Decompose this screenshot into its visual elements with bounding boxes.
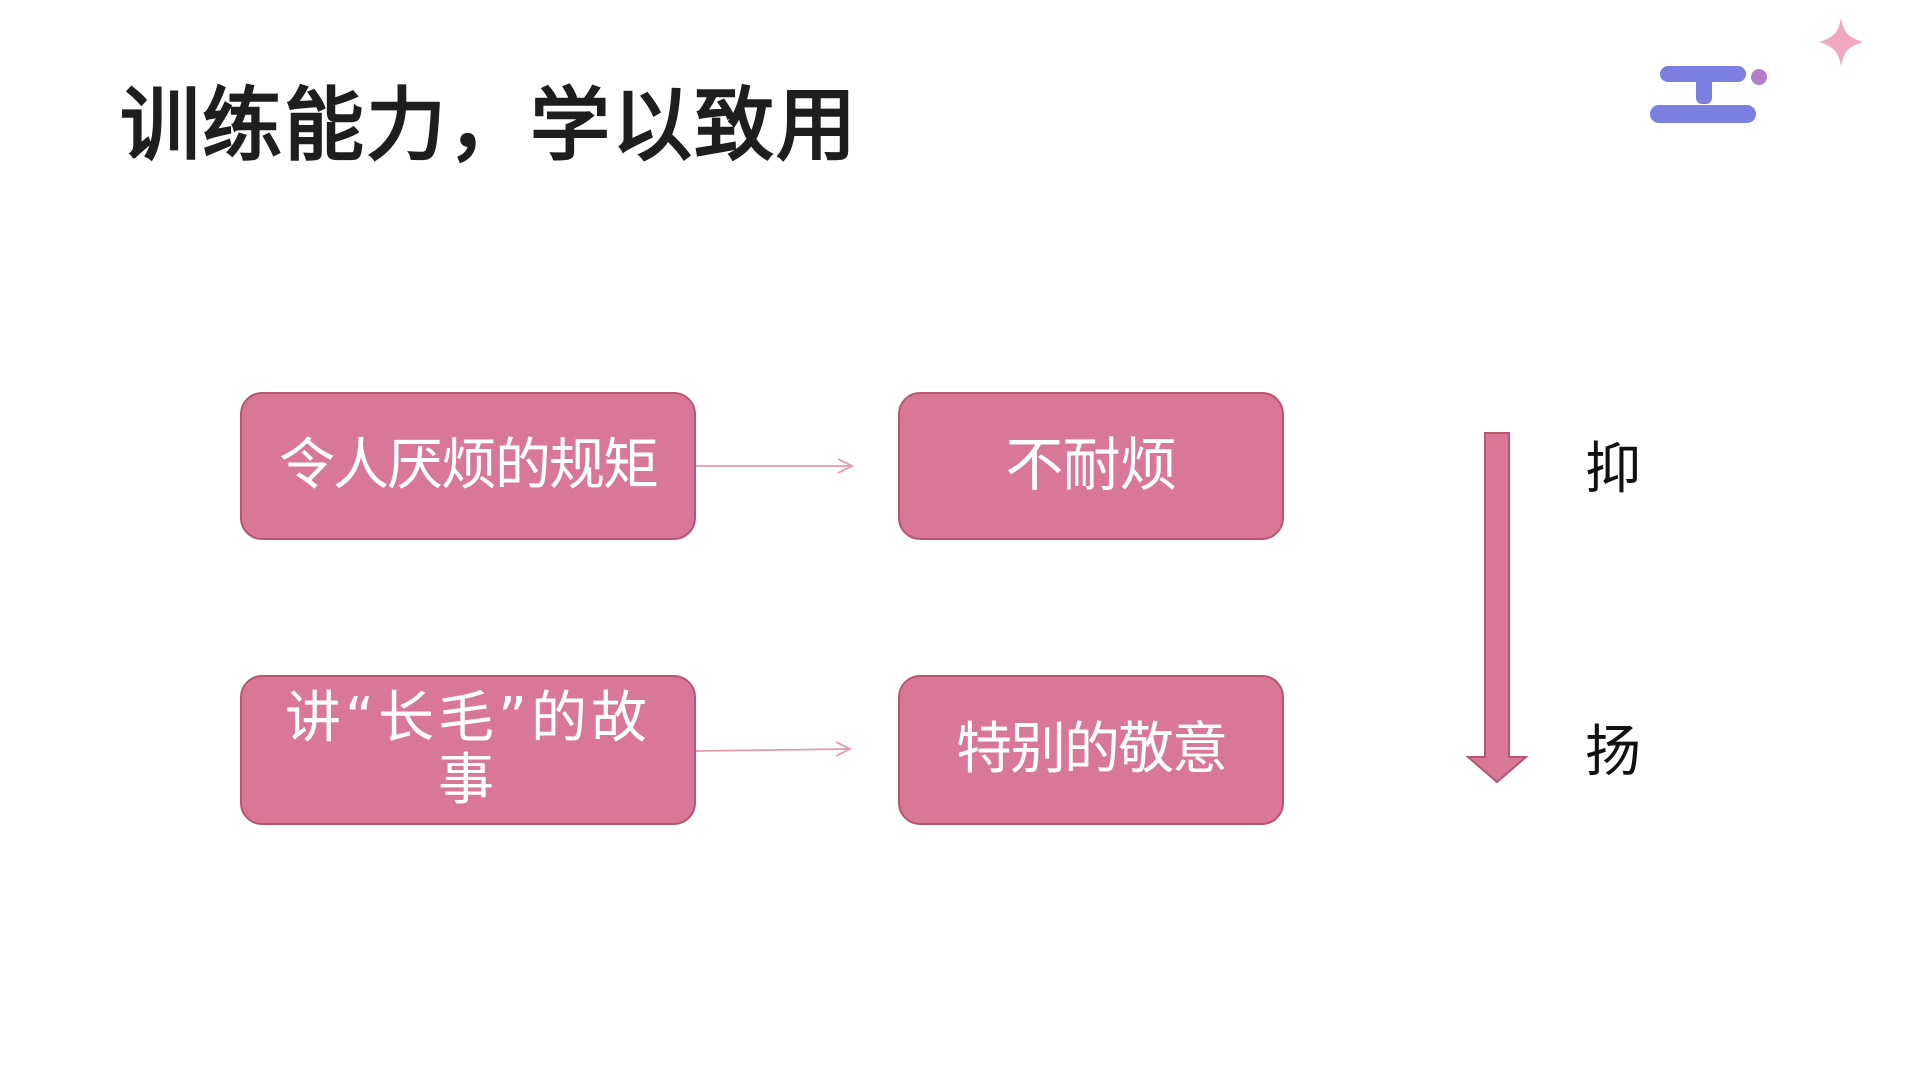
box-special-respect-label: 特别的敬意 <box>956 717 1228 783</box>
slide-title: 训练能力，学以致用 <box>120 79 858 172</box>
box-annoying-rules: 令人厌烦的规矩 <box>240 392 696 540</box>
box-annoying-rules-label: 令人厌烦的规矩 <box>279 433 659 499</box>
box-tell-story: 讲“长毛”的故事 <box>240 675 696 825</box>
side-label-suppress: 抑 <box>1585 437 1641 502</box>
box-tell-story-label: 讲“长毛”的故事 <box>284 686 652 813</box>
star-icon <box>1819 18 1863 66</box>
arrow-row-1 <box>696 458 855 474</box>
arrow-row-2 <box>695 741 853 757</box>
box-impatience: 不耐烦 <box>898 392 1284 540</box>
vertical-arrow <box>1465 432 1529 784</box>
logo-stem <box>1696 74 1712 104</box>
logo-dot <box>1751 69 1767 85</box>
side-label-raise: 扬 <box>1585 720 1641 785</box>
box-special-respect: 特别的敬意 <box>898 675 1284 825</box>
logo-bottom-bar <box>1650 105 1756 123</box>
box-impatience-label: 不耐烦 <box>1005 431 1177 500</box>
logo-icon <box>1650 18 1863 123</box>
